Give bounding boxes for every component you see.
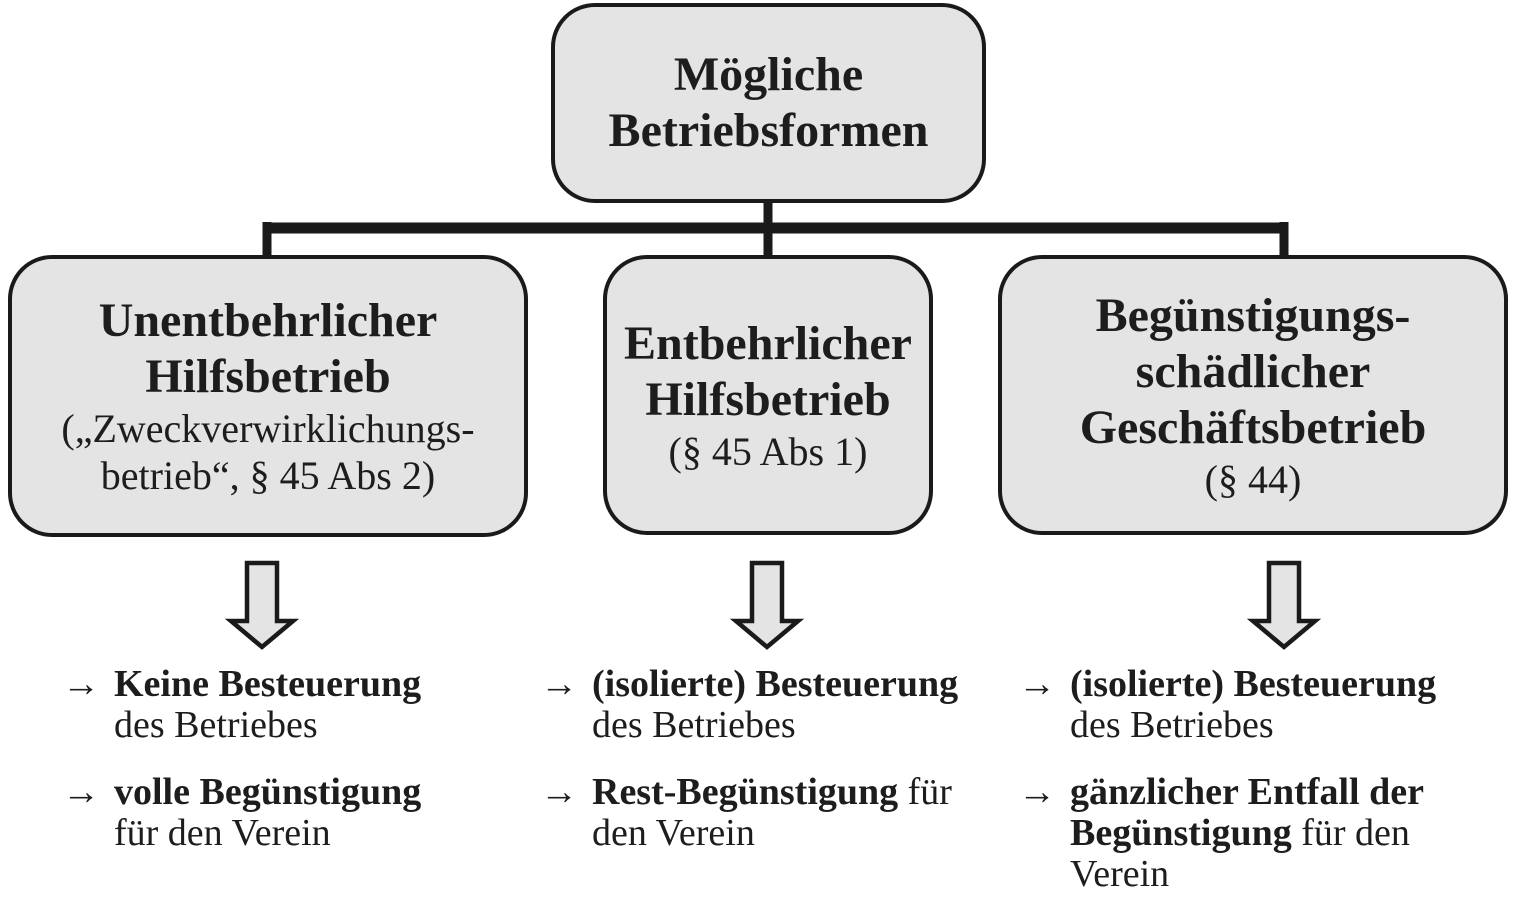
outcome-item: → Keine Besteuerung des Betriebes [62,663,482,747]
connector-tree [262,199,1289,258]
outcome-list-unentbehrlicher: → Keine Besteuerung des Betriebes → volle … [62,663,482,855]
outcome-text-bold: volle Begünstigung [114,771,422,813]
outcome-item: → volle Begünstigung für den Verein [62,771,482,855]
outcome-text-regular: für den Verein [592,771,952,854]
outcome-text: gänzlicher Entfall der Begünstigung für … [1070,772,1424,895]
down-arrow-icon [729,560,805,650]
outcome-text-regular: des Betriebes [592,704,796,746]
outcome-item: → gänzlicher Entfall der Begünstigung für… [1018,772,1518,895]
down-arrow-icon [224,560,300,650]
node-entbehrlicher-hilfsbetrieb: Entbehrlicher Hilfsbetrieb (§ 45 Abs 1) [603,255,933,535]
outcome-item: → (isolierte) Besteuerung des Betriebes [1018,663,1518,747]
arrow-bullet-icon: → [62,663,100,705]
outcome-text-bold: Keine Besteuerung [114,663,422,705]
node-subtitle: (§ 45 Abs 1) [668,428,868,474]
outcome-text: volle Begünstigung für den Verein [114,771,422,855]
arrow-bullet-icon: → [540,663,578,705]
outcome-text: (isolierte) Besteuerung des Betriebes [592,663,959,747]
outcome-text-bold: (isolierte) Besteuerung [592,663,959,705]
outcome-item: → Rest-Begünstigung für den Verein [540,772,980,854]
node-unentbehrlicher-hilfsbetrieb: Unentbehrlicher Hilfsbetrieb („Zweckverw… [8,255,528,537]
outcome-text-regular: des Betriebes [114,704,318,746]
outcome-list-entbehrlicher: → (isolierte) Besteuerung des Betriebes →… [540,664,980,854]
arrow-bullet-icon: → [1018,663,1056,705]
node-moegliche-betriebsformen: Mögliche Betriebsformen [551,3,986,203]
down-arrow-icon [1246,560,1322,650]
outcome-text-bold: (isolierte) Besteuerung [1070,663,1437,705]
node-title: Entbehrlicher Hilfsbetrieb [624,316,912,426]
node-subtitle: (§ 44) [1204,456,1302,502]
outcome-text: Rest-Begünstigung für den Verein [592,772,952,854]
outcome-item: → (isolierte) Besteuerung des Betriebes [540,663,980,747]
outcome-text-bold: Rest-Begünstigung [592,771,899,813]
outcome-list-beguenstigungsschaedlicher: → (isolierte) Besteuerung des Betriebes →… [1018,664,1518,895]
arrow-bullet-icon: → [1018,771,1056,813]
arrow-bullet-icon: → [540,771,578,813]
outcome-text-regular: für den Verein [114,812,331,854]
outcome-text: (isolierte) Besteuerung des Betriebes [1070,663,1437,747]
arrow-bullet-icon: → [62,771,100,813]
node-beguenstigungsschaedlicher-geschaeftsbetrieb: Begünstigungs- schädlicher Geschäftsbetr… [998,255,1508,535]
down-arrows [224,560,1322,650]
outcome-text-regular: des Betriebes [1070,704,1274,746]
node-subtitle: („Zweckverwirklichungs- betrieb“, § 45 A… [61,406,475,498]
node-title: Unentbehrlicher Hilfsbetrieb [98,294,438,403]
outcome-text-bold: gänzlicher Entfall der Begünstigung [1070,771,1424,854]
outcome-text-regular: für den Verein [1070,812,1410,895]
outcome-text: Keine Besteuerung des Betriebes [114,663,422,747]
node-title: Begünstigungs- schädlicher Geschäftsbetr… [1079,288,1427,454]
node-title: Mögliche Betriebsformen [608,48,929,157]
